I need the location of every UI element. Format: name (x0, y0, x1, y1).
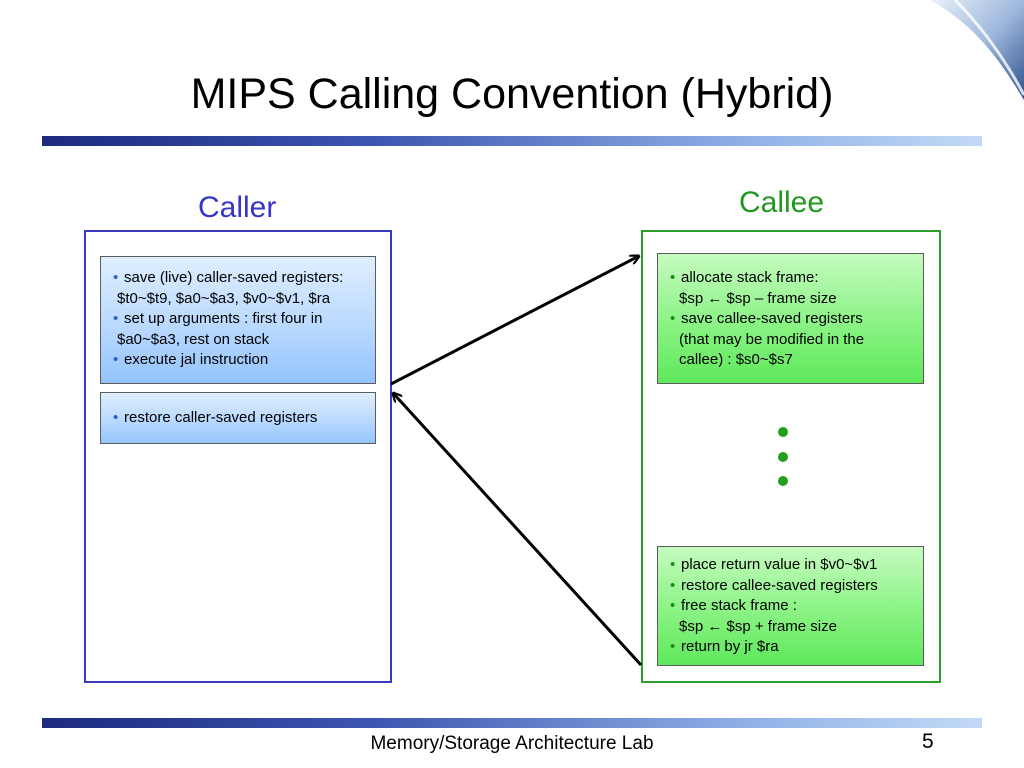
item-line: $t0~$t9, $a0~$a3, $v0~$v1, $ra (117, 289, 331, 307)
item-line: restore caller-saved registers (124, 409, 318, 426)
bullet-icon: • (113, 409, 119, 426)
item-line: save (live) caller-saved registers: (124, 269, 344, 286)
item-line: free stack frame : (681, 597, 797, 614)
arrow-to-callee-icon (390, 256, 639, 386)
caller-pre-call-box: • save (live) caller-saved registers: $t… (100, 256, 376, 384)
page-number: 5 (922, 730, 934, 753)
bullet-icon: • (113, 269, 119, 286)
list-item: • set up arguments : first four in $a0~$… (113, 309, 369, 350)
item-line: place return value in $v0~$v1 (681, 556, 878, 573)
caller-heading: Caller (198, 191, 277, 224)
arrow-to-caller-icon (393, 393, 643, 667)
dot (778, 451, 788, 462)
bullet-icon: • (670, 638, 676, 655)
list-item: • save callee-saved registers (that may … (670, 309, 917, 371)
item-line: save callee-saved registers (681, 310, 863, 327)
vertical-ellipsis-icon (775, 427, 791, 501)
list-item: • free stack frame : $sp ← $sp + frame s… (670, 596, 917, 637)
list-item: • place return value in $v0~$v1 (670, 555, 917, 576)
bullet-icon: • (670, 597, 676, 614)
list-item: • allocate stack frame: $sp ← $sp – fram… (670, 268, 917, 309)
item-line: return by jr $ra (681, 638, 779, 655)
list-item: • return by jr $ra (670, 637, 917, 658)
callee-epilogue-box: • place return value in $v0~$v1 • restor… (657, 546, 924, 666)
bullet-icon: • (670, 556, 676, 573)
dot (778, 427, 788, 437)
bullet-icon: • (670, 310, 676, 327)
item-line: $a0~$a3, rest on stack (117, 330, 270, 348)
list-item: • save (live) caller-saved registers: $t… (113, 268, 369, 309)
list-item: • execute jal instruction (113, 350, 369, 371)
callee-heading: Callee (739, 186, 825, 219)
list-item: • restore callee-saved registers (670, 576, 917, 597)
bullet-icon: • (113, 310, 119, 327)
bullet-icon: • (670, 269, 676, 286)
item-line: allocate stack frame: (681, 269, 819, 286)
item-line: restore callee-saved registers (681, 576, 878, 594)
footer-text: Memory/Storage Architecture Lab (370, 733, 654, 754)
item-line: (that may be modified in the (679, 330, 865, 348)
slide-title: MIPS Calling Convention (Hybrid) (190, 70, 834, 118)
footer-divider (42, 718, 982, 728)
item-line: set up arguments : first four in (124, 310, 323, 327)
bullet-icon: • (113, 351, 119, 368)
item-line: $sp ← $sp – frame size (679, 289, 837, 307)
caller-post-call-box: • restore caller-saved registers (100, 392, 376, 444)
item-line: execute jal instruction (124, 351, 269, 368)
item-line: callee) : $s0~$s7 (679, 351, 793, 368)
list-item: • restore caller-saved registers (113, 408, 369, 429)
item-line: $sp ← $sp + frame size (679, 617, 837, 635)
bullet-icon: • (670, 576, 676, 594)
callee-prologue-box: • allocate stack frame: $sp ← $sp – fram… (657, 253, 924, 384)
title-divider (42, 136, 982, 146)
dot (778, 476, 788, 486)
